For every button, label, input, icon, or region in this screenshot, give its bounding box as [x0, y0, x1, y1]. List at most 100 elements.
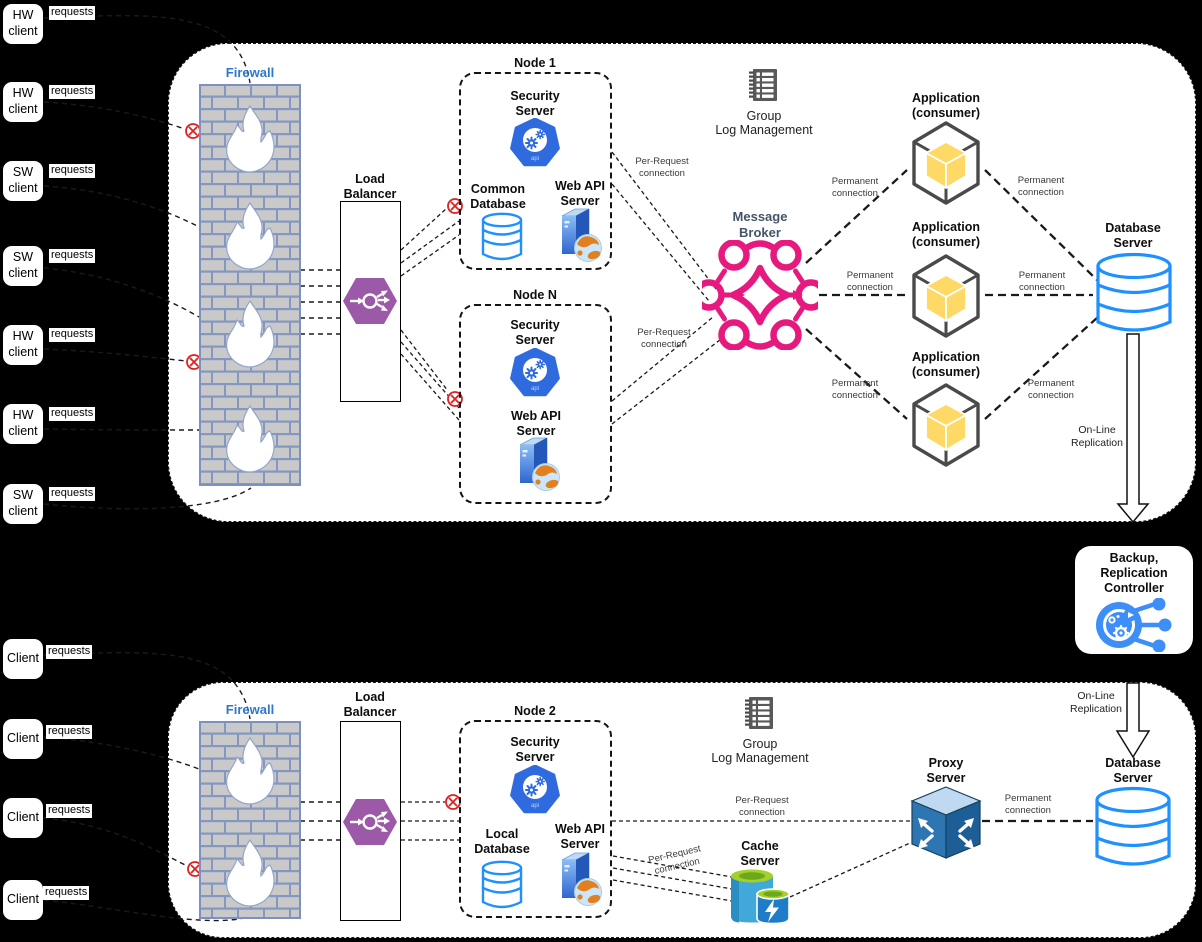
cache-server-icon — [731, 869, 790, 925]
message-broker-label: Message Broker — [732, 209, 788, 240]
application-consumer-label: Application (consumer) — [911, 350, 981, 379]
database-icon — [481, 212, 523, 261]
requests-label: requests — [49, 6, 96, 20]
permanent-label: Permanent connection — [831, 378, 879, 401]
online-replication-label: On-Line Replication — [1070, 690, 1122, 716]
per-request-label: Per-Request connection — [635, 156, 689, 179]
firewall-icon — [199, 721, 301, 919]
application-consumer-icon — [912, 121, 980, 205]
requests-label: requests — [49, 164, 96, 178]
client-box: Client — [3, 880, 43, 920]
requests-label: requests — [43, 886, 90, 900]
firewall-label: Firewall — [225, 65, 275, 80]
primary-site-container — [168, 43, 1196, 522]
security-server-icon: api — [510, 118, 560, 167]
log-management-icon — [745, 697, 773, 729]
requests-label: requests — [49, 85, 96, 99]
loadbalancer-node-lines — [400, 207, 460, 841]
client-request-lines — [43, 14, 252, 922]
database-server-icon — [1096, 252, 1172, 332]
nodeN-title: Node N — [513, 288, 557, 302]
load-balancer-icon — [342, 277, 398, 325]
log-management-label: Group Log Management — [711, 737, 809, 766]
local-database-label: Local Database — [474, 827, 530, 856]
application-consumer-label: Application (consumer) — [911, 91, 981, 120]
load-balancer-label: Load Balancer — [343, 690, 397, 719]
proxy-server-icon — [910, 786, 982, 859]
svg-text:api: api — [531, 156, 539, 162]
per-request-lines — [611, 151, 911, 902]
web-api-server-label: Web API Server — [554, 822, 605, 851]
replication-arrow-bottom — [1115, 682, 1151, 759]
application-consumer-icon — [912, 383, 980, 467]
load-balancer-icon — [342, 798, 398, 846]
per-request-label: Per-Request connection — [637, 327, 691, 350]
requests-label: requests — [49, 487, 96, 501]
load-balancer-label: Load Balancer — [343, 172, 397, 201]
per-request-label: Per-Request connection — [735, 795, 789, 818]
requests-label: requests — [46, 645, 93, 659]
client-box: SW client — [3, 161, 43, 201]
permanent-label: Permanent connection — [831, 176, 879, 199]
security-server-label: Security Server — [510, 318, 560, 347]
requests-label: requests — [49, 249, 96, 263]
log-management-icon — [749, 69, 777, 101]
client-box: SW client — [3, 246, 43, 286]
client-box: HW client — [3, 82, 43, 122]
nodeN-box — [459, 304, 612, 504]
replication-arrows — [1115, 333, 1151, 759]
requests-label: requests — [46, 804, 93, 818]
firewall-label: Firewall — [225, 702, 275, 717]
permanent-label: Permanent connection — [1018, 270, 1066, 293]
svg-text:api: api — [531, 386, 539, 392]
web-api-server-icon — [561, 852, 602, 906]
proxy-server-label: Proxy Server — [926, 756, 966, 785]
node1-box — [459, 72, 612, 270]
security-server-icon: api — [510, 348, 560, 397]
permanent-label: Permanent connection — [1017, 175, 1065, 198]
application-consumer-icon — [912, 254, 980, 338]
client-box: Client — [3, 798, 43, 838]
backup-controller-icon — [1096, 598, 1172, 652]
cache-server-label: Cache Server — [740, 839, 780, 868]
node2-title: Node 2 — [514, 704, 556, 718]
client-box: HW client — [3, 325, 43, 365]
database-icon — [481, 860, 523, 909]
firewall-loadbalancer-lines — [300, 269, 340, 841]
backup-site-container — [168, 682, 1196, 938]
client-box: HW client — [3, 404, 43, 444]
permanent-label: Permanent connection — [846, 270, 894, 293]
permanent-label: Permanent connection — [1027, 378, 1075, 401]
permanent-connection-lines — [805, 169, 1099, 823]
web-api-server-label: Web API Server — [510, 409, 561, 438]
client-box: HW client — [3, 4, 43, 44]
firewall-icon — [199, 84, 301, 486]
svg-text:api: api — [531, 803, 539, 809]
database-server-label: Database Server — [1105, 756, 1161, 785]
requests-label: requests — [49, 328, 96, 342]
client-box: SW client — [3, 484, 43, 524]
security-server-label: Security Server — [510, 735, 560, 764]
application-consumer-label: Application (consumer) — [911, 220, 981, 249]
client-box: Client — [3, 719, 43, 759]
online-replication-label: On-Line Replication — [1071, 424, 1123, 450]
permanent-label: Permanent connection — [1004, 793, 1052, 816]
security-server-icon: api — [510, 765, 560, 814]
replication-arrow-top — [1116, 333, 1150, 524]
requests-label: requests — [49, 407, 96, 421]
requests-label: requests — [46, 725, 93, 739]
node1-title: Node 1 — [514, 56, 556, 70]
backup-controller-label: Backup, Replication Controller — [1100, 551, 1168, 595]
client-box: Client — [3, 639, 43, 679]
message-broker-icon — [702, 240, 818, 350]
web-api-server-icon — [519, 437, 560, 491]
common-database-label: Common Database — [470, 182, 526, 211]
database-server-label: Database Server — [1105, 221, 1161, 250]
web-api-server-icon — [561, 208, 602, 262]
web-api-server-label: Web API Server — [554, 179, 605, 208]
node2-box — [459, 720, 612, 918]
security-server-label: Security Server — [510, 89, 560, 118]
log-management-label: Group Log Management — [715, 109, 813, 138]
